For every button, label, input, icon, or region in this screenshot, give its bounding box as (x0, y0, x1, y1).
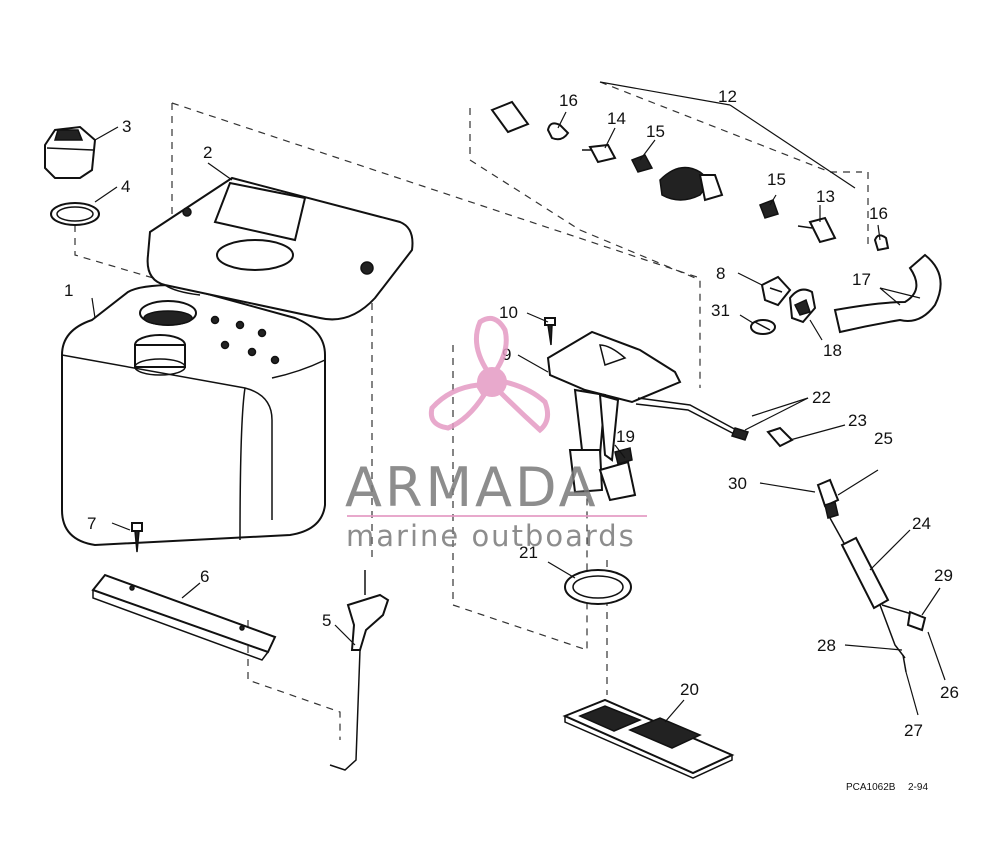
label-17: 17 (852, 270, 871, 289)
fuel-pickup (546, 330, 682, 502)
label-26: 26 (940, 683, 959, 702)
cap-gasket (50, 202, 100, 226)
connector-8 (760, 275, 792, 307)
label-29: 29 (934, 566, 953, 585)
label-21: 21 (519, 543, 538, 562)
label-7: 7 (87, 514, 96, 533)
watermark: ARMADA marine outboards (345, 315, 647, 553)
label-10: 10 (499, 303, 518, 322)
mounting-bracket (91, 573, 277, 661)
propeller-blade-top (473, 315, 509, 375)
footer-code: PCA1062B (846, 782, 896, 793)
propeller-blade-left (428, 382, 487, 431)
label-12: 12 (718, 87, 737, 106)
wire-leads (635, 397, 749, 441)
screw-7 (131, 522, 143, 553)
pickup-gasket (564, 569, 632, 605)
fuel-tank (61, 283, 326, 547)
leader-lines (91, 81, 946, 723)
propeller-blade-right (496, 379, 551, 434)
fuel-line-assembly (490, 100, 890, 252)
cover-plate (562, 698, 735, 779)
footer-date: 2-94 (908, 782, 928, 793)
label-28: 28 (817, 636, 836, 655)
label-27: 27 (904, 721, 923, 740)
part-labels: 1 2 3 4 5 6 7 8 9 10 12 13 14 15 15 16 1… (64, 87, 959, 740)
label-5: 5 (322, 611, 331, 630)
screw-10 (544, 317, 556, 346)
label-16-b: 16 (869, 204, 888, 223)
filler-cap (44, 125, 97, 179)
label-20: 20 (680, 680, 699, 699)
label-22: 22 (812, 388, 831, 407)
label-6: 6 (200, 567, 209, 586)
label-31: 31 (711, 301, 730, 320)
label-3: 3 (122, 117, 131, 136)
label-15-a: 15 (646, 122, 665, 141)
fuel-hose (833, 253, 942, 334)
sender-assembly (816, 478, 927, 673)
fuel-gauge-rod (329, 570, 390, 771)
propeller-logo (428, 315, 551, 434)
watermark-brand: ARMADA (345, 456, 599, 519)
label-8: 8 (716, 264, 725, 283)
label-30: 30 (728, 474, 747, 493)
label-25: 25 (874, 429, 893, 448)
label-1: 1 (64, 281, 73, 300)
label-16-a: 16 (559, 91, 578, 110)
clamp-31 (750, 319, 776, 335)
label-4: 4 (121, 177, 130, 196)
footer: PCA1062B 2-94 (846, 782, 928, 793)
label-19: 19 (616, 427, 635, 446)
propeller-hub (477, 367, 507, 397)
connector-18 (788, 288, 817, 324)
terminal-23 (766, 426, 794, 448)
label-9: 9 (502, 345, 511, 364)
label-18: 18 (823, 341, 842, 360)
tank-cover (146, 176, 414, 321)
label-15-b: 15 (767, 170, 786, 189)
label-24: 24 (912, 514, 931, 533)
label-14: 14 (607, 109, 626, 128)
label-13: 13 (816, 187, 835, 206)
watermark-tagline: marine outboards (346, 519, 636, 553)
label-2: 2 (203, 143, 212, 162)
label-23: 23 (848, 411, 867, 430)
